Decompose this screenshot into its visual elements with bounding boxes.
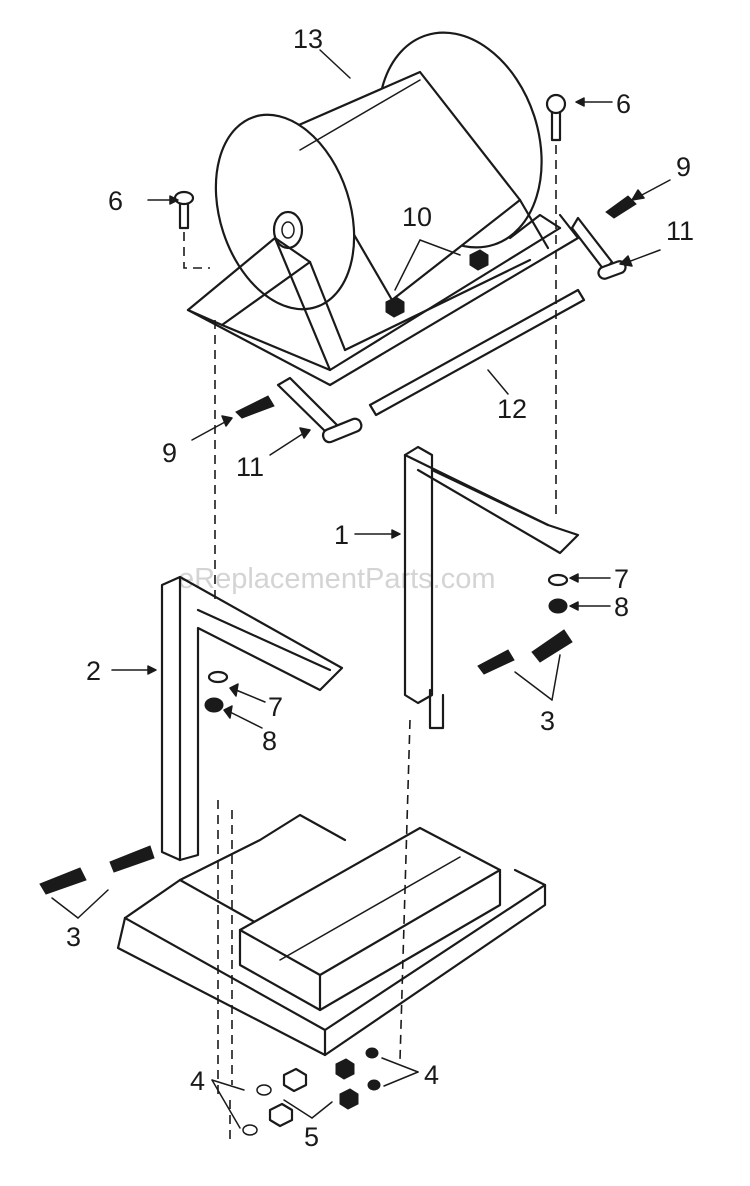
callout-4-right: 4 [424,1060,439,1090]
callout-3-right: 3 [540,706,555,736]
callout-12: 12 [497,394,527,424]
callout-7-left: 7 [268,692,283,722]
callout-arrows [51,49,671,1129]
hose-reel-drum [214,31,543,311]
callout-6-right: 6 [616,89,631,119]
callout-11-left: 11 [236,452,264,482]
bolt-9-left [235,395,275,419]
bolt-3-right-a [477,649,515,675]
callout-4-left: 4 [190,1066,205,1096]
side-support-right [403,445,580,730]
bolt-6-right [545,93,567,142]
callout-10: 10 [402,202,432,232]
nut-8-right [548,598,568,614]
washer-7-left [207,670,229,684]
callout-6-left: 6 [108,186,123,216]
callout-13: 13 [293,24,323,54]
crank-handle-left [276,376,363,444]
crank-shaft [368,288,586,417]
watermark: eReplacementParts.com [178,563,496,595]
callout-11-right: 11 [666,216,694,246]
bolt-9-right [605,195,637,219]
nut-8-left [204,697,224,713]
callout-8-right: 8 [614,592,629,622]
bolt-3-left-b [109,845,155,873]
crank-handle-right [570,216,627,280]
washer-7-right [547,573,569,587]
reel-frame [186,198,580,387]
alignment-lines [183,145,557,1140]
hardware-4-5 [242,1047,381,1136]
callout-2: 2 [86,656,101,686]
bolt-3-right-b [531,629,573,663]
callout-9-right: 9 [676,152,691,182]
bolt-3-left-a [39,867,87,895]
callout-5: 5 [304,1122,319,1152]
callout-8-left: 8 [262,726,277,756]
base-frame [116,813,547,1057]
side-support-left [160,575,344,862]
callout-7-right: 7 [614,564,629,594]
callout-9-left: 9 [162,438,177,468]
callout-1: 1 [334,520,349,550]
bolt-6-left [173,190,195,230]
callout-3-left: 3 [66,922,81,952]
